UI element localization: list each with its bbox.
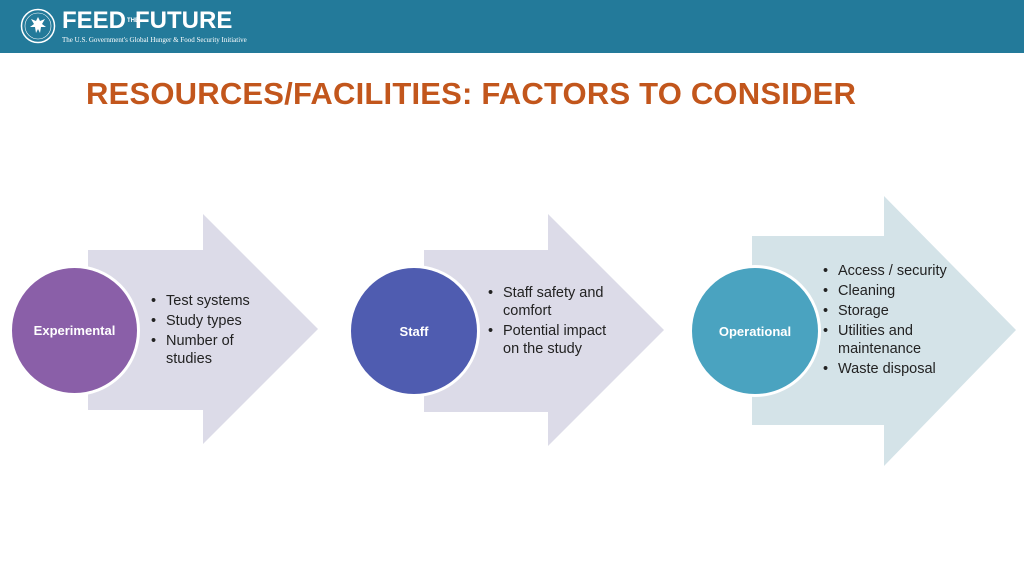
operational-label: Operational <box>718 323 792 339</box>
list-item: Study types <box>151 312 276 330</box>
staff-circle: Staff <box>348 265 480 397</box>
header-bar: FEED THE FUTURE The U.S. Government's Gl… <box>0 0 1024 53</box>
list-item: Potential impact on the study <box>488 322 618 358</box>
list-item: Number of studies <box>151 332 276 368</box>
list-item: Waste disposal <box>823 360 953 378</box>
experimental-bullets: Test systems Study types Number of studi… <box>151 292 276 370</box>
brand-name-part2: FUTURE <box>135 7 233 34</box>
list-item: Storage <box>823 302 953 320</box>
list-item: Utilities and maintenance <box>823 322 953 358</box>
list-item: Staff safety and comfort <box>488 284 618 320</box>
operational-bullets: Access / security Cleaning Storage Utili… <box>823 262 953 380</box>
staff-label: Staff <box>399 323 429 339</box>
experimental-circle: Experimental <box>9 265 140 396</box>
list-item: Cleaning <box>823 282 953 300</box>
brand-tagline: The U.S. Government's Global Hunger & Fo… <box>62 36 247 44</box>
brand-name-part1: FEED <box>62 7 127 34</box>
list-item: Access / security <box>823 262 953 280</box>
operational-circle: Operational <box>689 265 821 397</box>
seal-icon <box>20 8 56 44</box>
experimental-label: Experimental <box>33 323 116 338</box>
brand-the: THE <box>127 17 140 24</box>
brand-logo: FEED THE FUTURE The U.S. Government's Gl… <box>62 7 247 45</box>
page-title: RESOURCES/FACILITIES: FACTORS TO CONSIDE… <box>86 76 857 111</box>
list-item: Test systems <box>151 292 276 310</box>
staff-bullets: Staff safety and comfort Potential impac… <box>488 284 618 360</box>
